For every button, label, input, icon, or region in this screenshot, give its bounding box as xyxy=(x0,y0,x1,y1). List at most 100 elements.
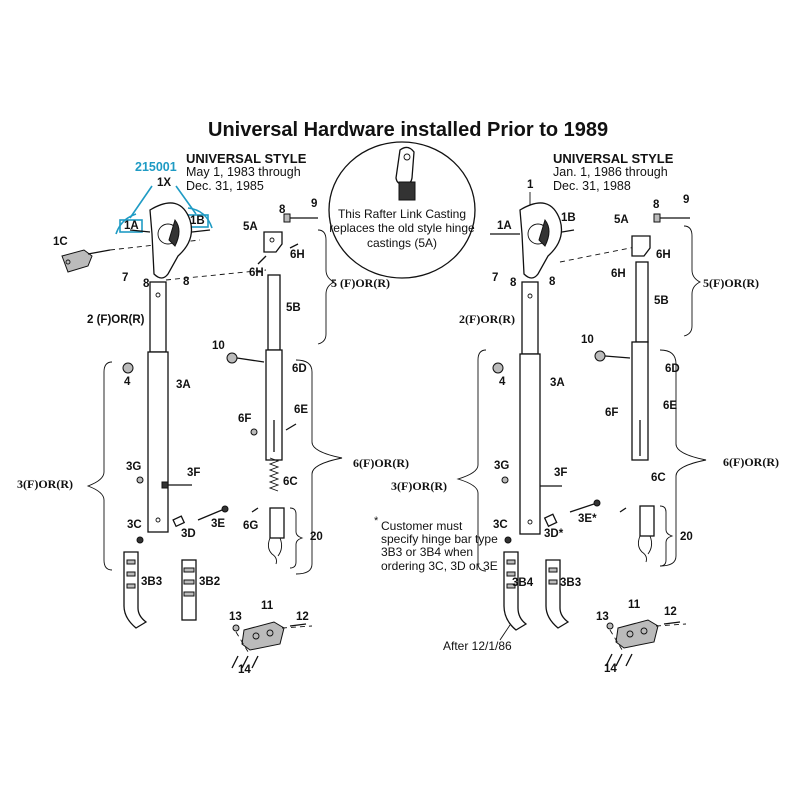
left-label-1b: 1B xyxy=(190,215,205,227)
left-label-6h-2: 6H xyxy=(290,249,305,261)
rafter-link-note: This Rafter Link Casting replaces the ol… xyxy=(329,207,475,250)
right-label-6c: 6C xyxy=(651,472,666,484)
left-label-3d: 3D xyxy=(181,528,196,540)
left-label-6: 6(F)OR(R) xyxy=(353,456,409,470)
right-label-8a: 8 xyxy=(510,277,517,289)
left-label-3a: 3A xyxy=(176,379,191,391)
right-label-6h: 6H xyxy=(611,268,626,280)
right-label-3g: 3G xyxy=(494,460,510,472)
left-label-13: 13 xyxy=(229,611,242,623)
right-label-5a: 5A xyxy=(614,214,629,226)
right-label-1a: 1A xyxy=(497,220,512,232)
rafter-6d xyxy=(631,341,649,461)
hinge-plate-11-icon xyxy=(241,621,285,651)
hinge-casting-icon xyxy=(519,202,563,279)
rafter-link-casting-icon xyxy=(395,146,416,201)
left-label-3e: 3E xyxy=(211,518,226,530)
left-label-7: 7 xyxy=(122,272,129,284)
left-label-1c: 1C xyxy=(53,236,68,248)
page-title: Universal Hardware installed Prior to 19… xyxy=(208,119,609,141)
right-label-3: 3(F)OR(R) xyxy=(391,479,447,493)
left-label-1a: 1A xyxy=(124,220,139,232)
hinge-bar-3a xyxy=(519,353,541,535)
hinge-bar-3b4-icon xyxy=(503,551,528,631)
right-label-9: 9 xyxy=(683,194,690,206)
right-label-3d: 3D* xyxy=(544,528,564,540)
right-label-3f: 3F xyxy=(554,467,568,479)
right-style-heading: UNIVERSAL STYLE xyxy=(553,151,674,166)
right-label-3a: 3A xyxy=(550,377,565,389)
left-label-4: 4 xyxy=(124,376,131,388)
screw-4-icon xyxy=(122,362,134,374)
rafter-5b xyxy=(267,274,281,351)
left-label-5a: 5A xyxy=(243,221,258,233)
hinge-casting-icon xyxy=(149,202,193,279)
right-label-6d: 6D xyxy=(665,363,680,375)
left-label-6f: 6F xyxy=(238,413,252,425)
right-date-line-2: Dec. 31, 1988 xyxy=(553,179,631,193)
left-label-6c: 6C xyxy=(283,476,298,488)
right-assembly xyxy=(456,192,707,667)
hinge-bar-3b3-icon xyxy=(545,559,570,629)
right-label-3c: 3C xyxy=(493,519,508,531)
left-label-20: 20 xyxy=(310,531,323,543)
rafter-6d xyxy=(265,349,283,461)
left-label-3b2: 3B2 xyxy=(199,576,221,588)
right-label-3b3: 3B3 xyxy=(560,577,582,589)
right-label-6f: 6F xyxy=(605,407,619,419)
right-label-12: 12 xyxy=(664,606,677,618)
hinge-bar-3b2-icon xyxy=(181,559,197,621)
left-label-3c: 3C xyxy=(127,519,142,531)
left-label-6e: 6E xyxy=(294,404,309,416)
left-label-3g: 3G xyxy=(126,461,142,473)
left-label-2: 2 (F)OR(R) xyxy=(87,314,145,326)
left-label-1x: 1X xyxy=(157,177,172,189)
left-label-8b: 8 xyxy=(183,276,190,288)
latch-20-icon xyxy=(267,507,285,565)
right-label-3e: 3E* xyxy=(578,513,597,525)
right-label-1b: 1B xyxy=(561,212,576,224)
right-label-7: 7 xyxy=(492,272,499,284)
left-label-3f: 3F xyxy=(187,467,201,479)
right-label-10: 10 xyxy=(581,334,594,346)
right-label-3b4: 3B4 xyxy=(512,577,534,589)
left-label-3b3: 3B3 xyxy=(141,576,163,588)
left-label-6h: 6H xyxy=(249,267,264,279)
hinge-bar-2 xyxy=(521,281,539,355)
left-label-12: 12 xyxy=(296,611,309,623)
right-label-8c: 8 xyxy=(653,199,660,211)
latch-20-icon xyxy=(637,505,655,563)
left-date-line-2: Dec. 31, 1985 xyxy=(186,179,264,193)
right-label-5b: 5B xyxy=(654,295,669,307)
left-label-6d: 6D xyxy=(292,363,307,375)
right-label-2: 2(F)OR(R) xyxy=(459,312,515,326)
left-label-5b: 5B xyxy=(286,302,301,314)
customer-note: Customer must specify hinge bar type 3B3… xyxy=(381,519,498,573)
hinge-plate-11-icon xyxy=(615,619,659,649)
right-label-6e: 6E xyxy=(663,400,678,412)
rafter-5b xyxy=(635,261,649,343)
rafter-link-callout-circle xyxy=(328,141,476,279)
right-label-20: 20 xyxy=(680,531,693,543)
bracket-1c-icon xyxy=(61,249,111,273)
left-style-heading: UNIVERSAL STYLE xyxy=(186,151,307,166)
left-label-5: 5 (F)OR(R) xyxy=(331,276,390,290)
right-label-5: 5(F)OR(R) xyxy=(703,276,759,290)
left-label-9: 9 xyxy=(311,198,318,210)
right-label-11: 11 xyxy=(628,599,641,611)
customer-note-star: * xyxy=(374,515,379,527)
hinge-bar-3b3-icon xyxy=(123,551,148,629)
right-label-8b: 8 xyxy=(549,276,556,288)
right-label-13: 13 xyxy=(596,611,609,623)
right-label-6: 6(F)OR(R) xyxy=(723,455,779,469)
left-label-11: 11 xyxy=(261,600,274,612)
left-label-14: 14 xyxy=(238,664,251,676)
left-date-line-1: May 1, 1983 through xyxy=(186,165,301,179)
right-label-14: 14 xyxy=(604,663,617,675)
left-label-10: 10 xyxy=(212,340,225,352)
right-part-number: 1 xyxy=(527,179,534,191)
hinge-bar-2 xyxy=(149,281,167,353)
right-label-6h-2: 6H xyxy=(656,249,671,261)
hinge-bar-3a xyxy=(147,351,169,533)
